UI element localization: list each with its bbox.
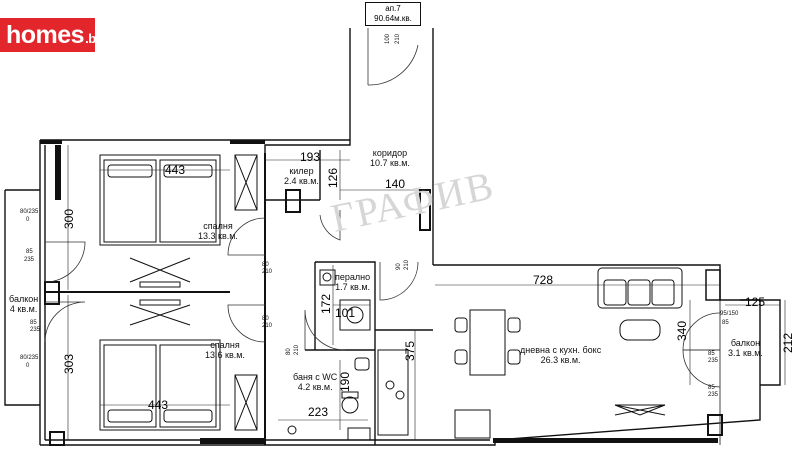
door-bal-l3: 85 (30, 320, 37, 326)
door-bal-l2: 85 (26, 249, 33, 255)
logo-name: homes (6, 20, 85, 49)
homes-logo[interactable]: homes.bg (0, 18, 104, 52)
door-entry-height: 210 (395, 33, 401, 44)
door-bed1-width: 80 (262, 262, 269, 268)
dim-223: 223 (308, 405, 329, 419)
dim-172: 172 (319, 293, 334, 315)
dim-125: 125 (745, 295, 766, 309)
dim-303: 303 (62, 353, 77, 375)
door-bal-r3: 85 (708, 385, 715, 391)
apartment-label: ап.7 90.64м.кв. (365, 2, 421, 26)
door-bed1-height: 210 (262, 269, 273, 275)
door-bal-l3b: 235 (30, 327, 41, 333)
door-bal-r2: 85 (708, 351, 715, 357)
apartment-number: ап.7 (385, 4, 401, 13)
dim-212: 212 (781, 332, 796, 354)
door-bal-r2b: 235 (708, 358, 719, 364)
dim-140: 140 (385, 177, 406, 191)
door-bath-width: 80 (286, 348, 292, 355)
door-bal-r3b: 235 (708, 392, 719, 398)
door-bal-r1b: 85 (722, 320, 729, 326)
door-laundry-width: 90 (396, 263, 402, 270)
window-bal-l4: 80/235 (20, 355, 39, 361)
dim-190: 190 (338, 371, 353, 393)
dim-443-top: 443 (165, 163, 186, 177)
door-bed2-height: 210 (262, 323, 273, 329)
dim-300: 300 (62, 208, 77, 230)
dim-443-bottom: 443 (148, 398, 169, 412)
dim-340: 340 (675, 320, 690, 342)
door-bath-height: 210 (294, 344, 300, 355)
window-bal-l1: 80/235 (20, 209, 39, 215)
door-bal-r1: 95/150 (720, 311, 739, 317)
window-bal-l4b: 0 (26, 363, 30, 369)
window-bal-l1b: 0 (26, 217, 30, 223)
door-bed2-width: 80 (262, 316, 269, 322)
door-entry-width: 100 (385, 33, 391, 44)
apartment-area: 90.64м.кв. (374, 14, 412, 23)
dim-728: 728 (533, 273, 554, 287)
dim-126: 126 (326, 167, 341, 189)
dim-193: 193 (300, 150, 321, 164)
door-bal-l2b: 235 (24, 257, 35, 263)
logo-tld: .bg (85, 30, 104, 46)
dim-375: 375 (403, 340, 418, 362)
dim-101: 101 (335, 306, 356, 320)
door-laundry-height: 210 (404, 259, 410, 270)
